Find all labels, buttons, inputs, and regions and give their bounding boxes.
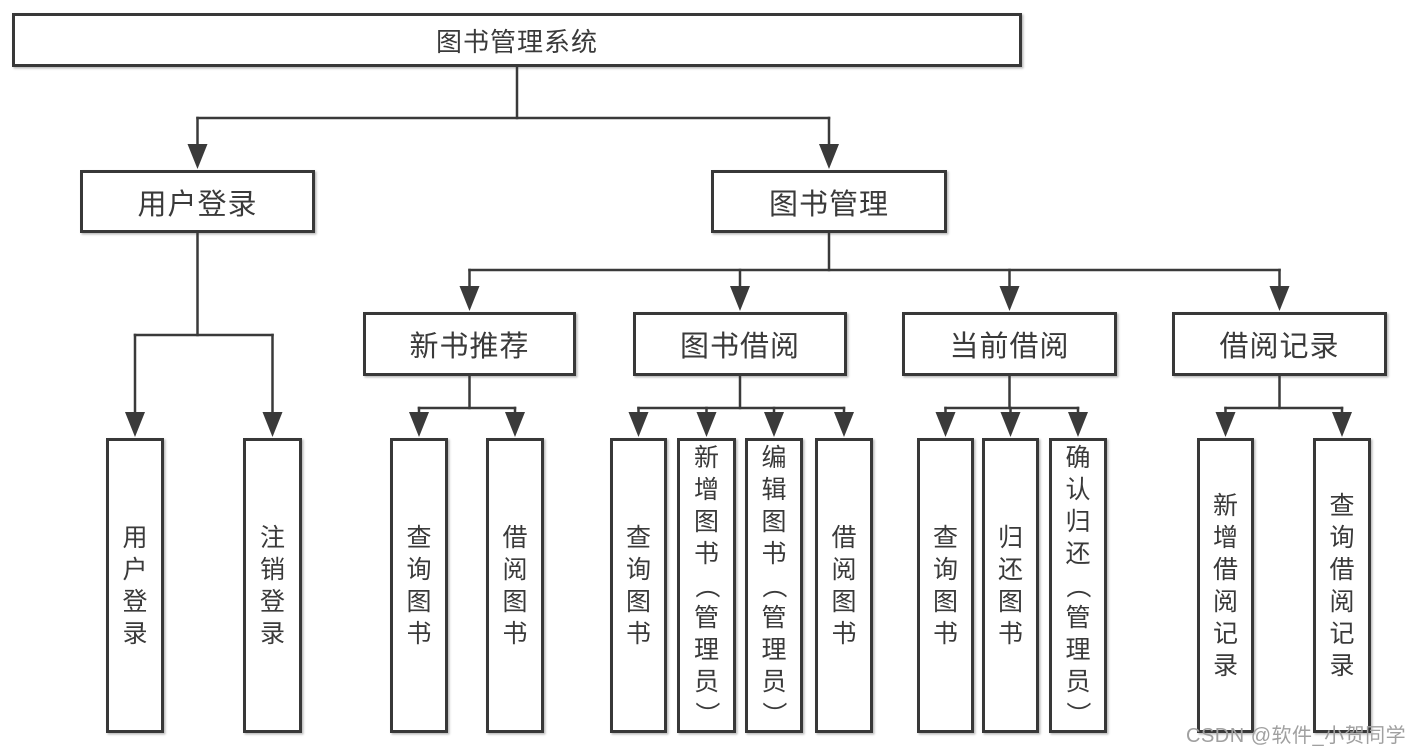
node-nb-borrow-label: 借阅图书 [502,523,528,648]
node-bb-query: 查询图书 [610,438,667,733]
node-login: 用户登录 [80,170,315,233]
node-cb-query-label: 查询图书 [932,523,958,648]
node-bb-edit-label: 编辑图书（管理员） [759,443,788,727]
arrowhead-icon [730,286,750,311]
node-cb-confirm-label: 确认归还（管理员） [1063,443,1092,727]
node-borrow-records: 借阅记录 [1172,312,1387,376]
node-bb-borrow-label: 借阅图书 [831,523,857,648]
arrowhead-icon [1332,412,1352,437]
node-book-mgmt: 图书管理 [711,170,947,233]
node-cb-confirm: 确认归还（管理员） [1049,438,1107,733]
node-cb-query: 查询图书 [917,438,974,733]
node-new-book-label: 新书推荐 [409,331,530,363]
node-book-mgmt-label: 图书管理 [768,188,889,221]
node-root-label: 图书管理系统 [435,26,598,57]
node-bb-edit: 编辑图书（管理员） [745,438,803,733]
node-login-logout-label: 注销登录 [259,523,285,648]
node-new-book: 新书推荐 [363,312,576,376]
arrowhead-icon [819,144,839,169]
arrowhead-icon [628,412,649,437]
arrowhead-icon [1000,412,1021,437]
arrowhead-icon [459,286,480,311]
node-cb-return-label: 归还图书 [997,523,1023,648]
watermark: CSDN @软件_小贺同学 [1186,725,1405,747]
node-login-logout: 注销登录 [243,438,302,733]
node-bb-query-label: 查询图书 [625,523,651,648]
node-br-query: 查询借阅记录 [1313,438,1371,733]
node-current-borrow-label: 当前借阅 [949,331,1070,363]
node-login-user: 用户登录 [106,438,164,733]
arrowhead-icon [187,144,208,169]
arrowhead-icon [409,412,429,437]
node-borrow-records-label: 借阅记录 [1219,331,1340,363]
node-br-add: 新增借阅记录 [1197,438,1254,733]
node-bb-borrow: 借阅图书 [815,438,873,733]
node-login-label: 用户登录 [137,188,258,221]
node-book-borrow: 图书借阅 [633,312,847,376]
arrowhead-icon [935,412,956,437]
node-nb-borrow: 借阅图书 [486,438,544,733]
arrowhead-icon [1269,286,1290,311]
arrowhead-icon [999,286,1020,311]
node-bb-add-label: 新增图书（管理员） [692,443,721,727]
arrowhead-icon [696,412,717,437]
arrowhead-icon [125,412,145,437]
arrowhead-icon [764,412,784,437]
node-bb-add: 新增图书（管理员） [677,438,736,733]
node-br-add-label: 新增借阅记录 [1212,491,1238,680]
node-book-borrow-label: 图书借阅 [679,331,800,363]
node-root: 图书管理系统 [12,13,1022,67]
node-cb-return: 归还图书 [982,438,1039,733]
arrowhead-icon [1215,412,1236,437]
node-nb-query-label: 查询图书 [406,523,432,648]
arrowhead-icon [262,412,283,437]
node-current-borrow: 当前借阅 [902,312,1117,376]
node-br-query-label: 查询借阅记录 [1329,491,1355,680]
arrowhead-icon [834,412,854,437]
node-login-user-label: 用户登录 [122,523,148,648]
node-nb-query: 查询图书 [390,438,448,733]
arrowhead-icon [505,412,525,437]
arrowhead-icon [1068,412,1088,437]
